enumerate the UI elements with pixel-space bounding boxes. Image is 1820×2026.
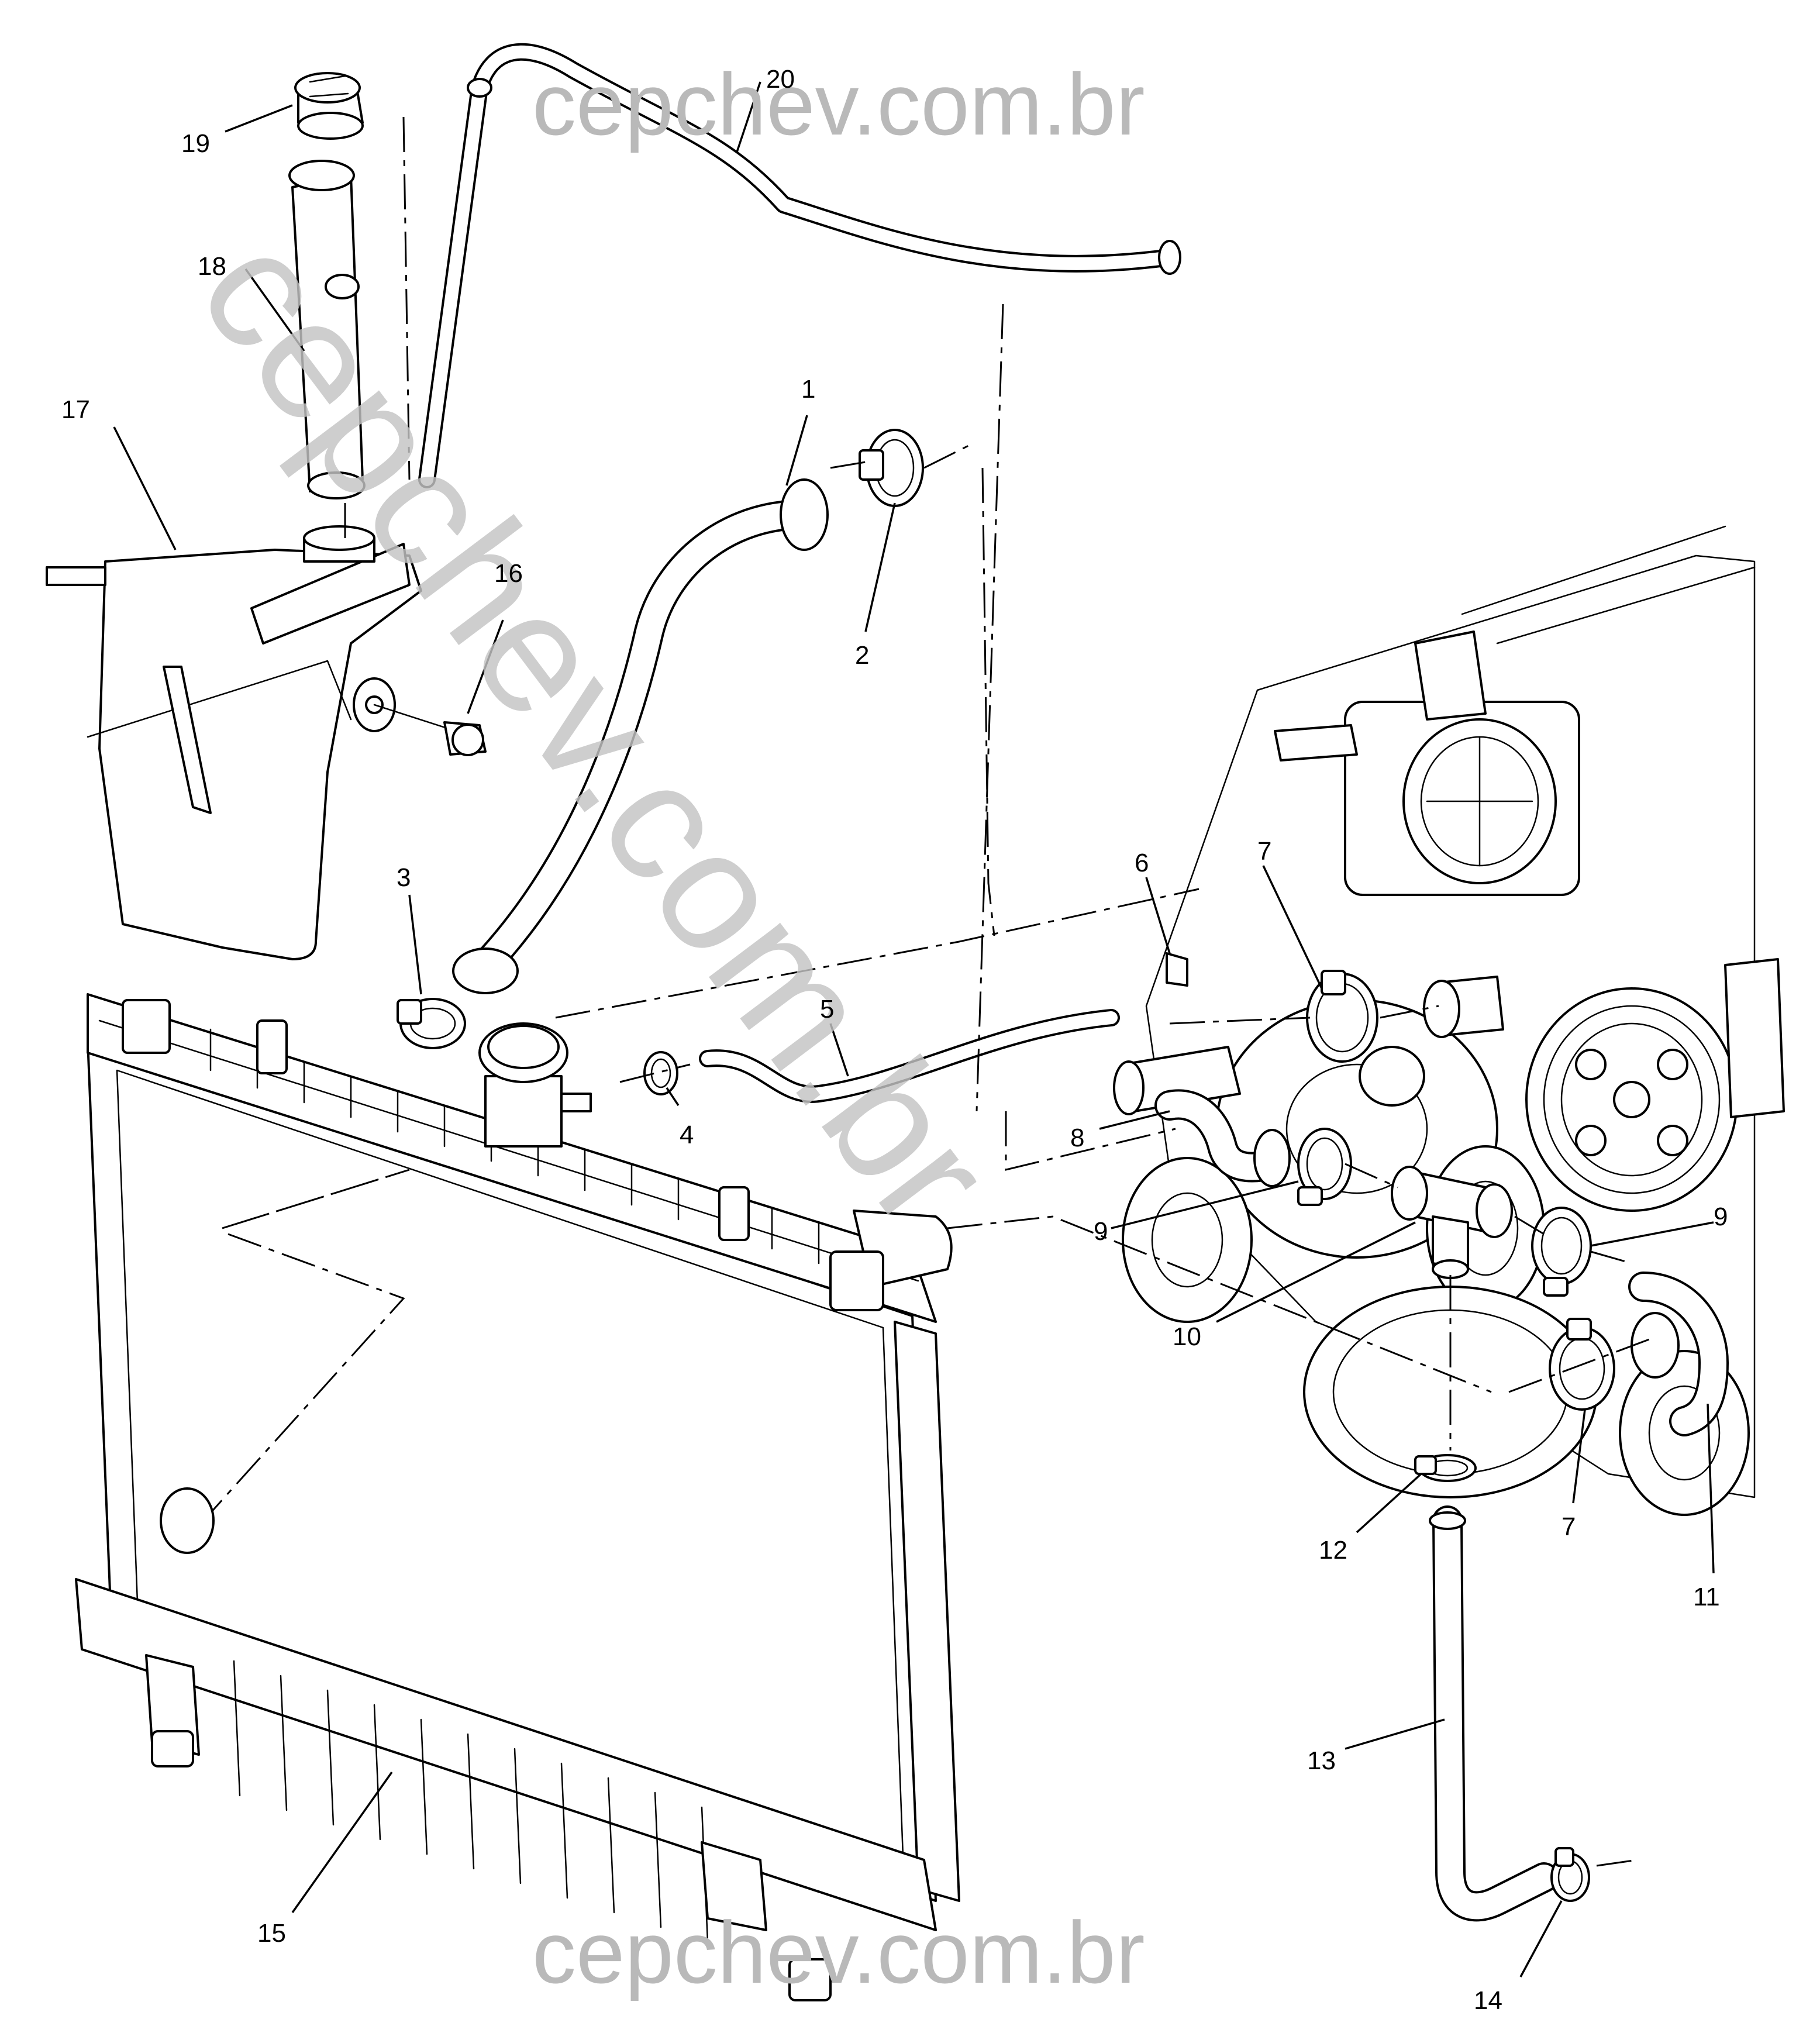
callout-9b: 9 bbox=[1714, 1202, 1728, 1231]
callout-20: 20 bbox=[766, 65, 795, 94]
coolant-hose-5 bbox=[699, 952, 1188, 1103]
callout-9a: 9 bbox=[1094, 1217, 1108, 1246]
clamp-12 bbox=[1414, 1454, 1477, 1482]
callout-10: 10 bbox=[1173, 1322, 1201, 1351]
callout-19: 19 bbox=[181, 129, 210, 158]
surge-tank-cap bbox=[294, 72, 364, 140]
watermark-top: cepchev.com.br bbox=[532, 55, 1145, 153]
radiator bbox=[75, 993, 960, 2001]
callout-2: 2 bbox=[855, 641, 869, 670]
assembly-centerlines bbox=[344, 116, 1650, 1867]
engine-assembly bbox=[1113, 525, 1785, 1516]
callout-6: 6 bbox=[1135, 849, 1149, 877]
clamp-9-left bbox=[1297, 1128, 1352, 1206]
surge-tank bbox=[46, 525, 422, 960]
leader-lines bbox=[113, 81, 1715, 1977]
watermark-bottom: cepchev.com.br bbox=[532, 1903, 1145, 2001]
clamp-9-right bbox=[1531, 1207, 1592, 1297]
callout-7a: 7 bbox=[1257, 837, 1271, 866]
callout-4: 4 bbox=[680, 1121, 694, 1149]
clamp-4 bbox=[643, 1051, 678, 1095]
hose-8 bbox=[1154, 1089, 1291, 1187]
clamp-7-lower bbox=[1549, 1318, 1615, 1411]
callout-15: 15 bbox=[257, 1919, 286, 1948]
tee-fitting-10 bbox=[1391, 1166, 1513, 1279]
hose-13 bbox=[1429, 1505, 1559, 1922]
callout-13: 13 bbox=[1307, 1746, 1336, 1775]
callout-3: 3 bbox=[397, 863, 411, 892]
callout-7b: 7 bbox=[1562, 1512, 1576, 1541]
clamp-7-upper bbox=[1306, 970, 1378, 1063]
bolt bbox=[373, 704, 487, 756]
callout-14: 14 bbox=[1474, 1986, 1502, 2015]
hose-11 bbox=[1628, 1272, 1729, 1436]
callout-16: 16 bbox=[494, 559, 523, 588]
callout-18: 18 bbox=[198, 252, 226, 281]
callout-11: 11 bbox=[1693, 1583, 1720, 1611]
clamp-2 bbox=[859, 429, 924, 507]
callout-8: 8 bbox=[1070, 1124, 1084, 1152]
clamp-14 bbox=[1550, 1847, 1590, 1902]
filler-pipe bbox=[288, 160, 366, 499]
upper-radiator-hose bbox=[452, 478, 829, 994]
vent-hose bbox=[418, 43, 1181, 488]
callout-5: 5 bbox=[820, 995, 834, 1024]
callout-1: 1 bbox=[801, 375, 815, 404]
clamp-3 bbox=[397, 998, 466, 1049]
callout-17: 17 bbox=[61, 395, 90, 424]
callout-12: 12 bbox=[1319, 1536, 1347, 1565]
